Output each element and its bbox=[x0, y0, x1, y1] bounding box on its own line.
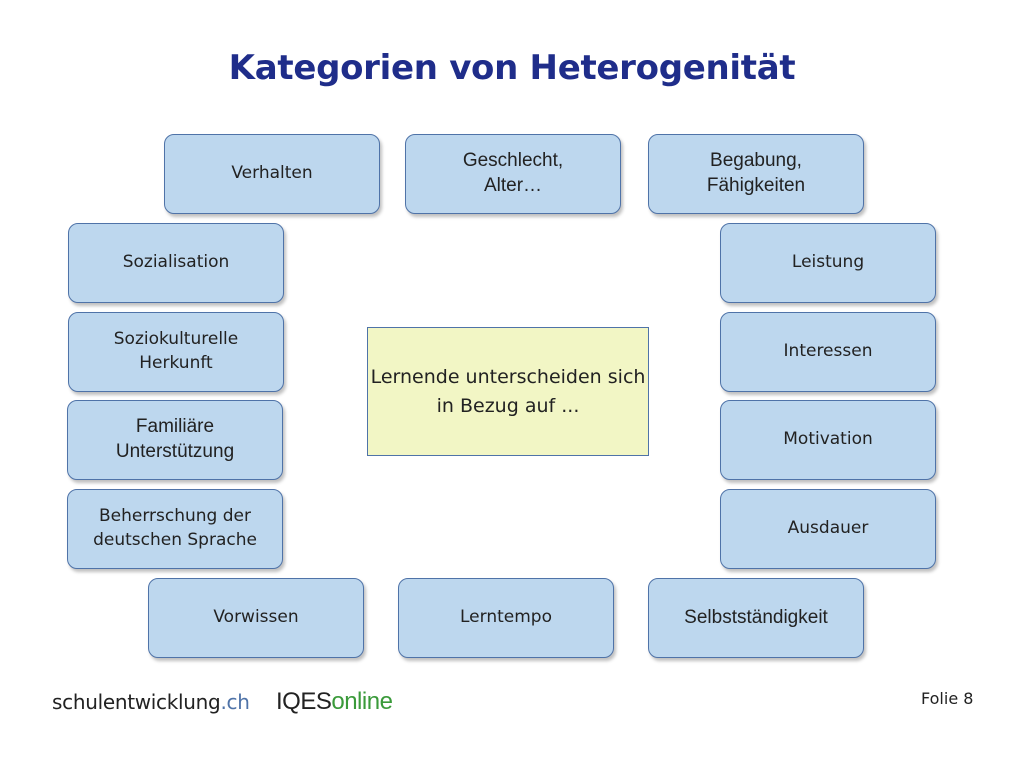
logo-tld-text: online bbox=[331, 688, 393, 715]
category-label: Verhalten bbox=[231, 163, 313, 184]
slide-title: Kategorien von Heterogenität bbox=[228, 48, 796, 88]
category-label: Leistung bbox=[791, 252, 865, 273]
slide-number: Folie 8 bbox=[921, 689, 974, 708]
category-ausdauer: Ausdauer bbox=[720, 489, 936, 569]
category-lerntempo: Lerntempo bbox=[398, 578, 614, 658]
category-motivation: Motivation bbox=[720, 400, 936, 480]
category-deutsche-sprache: Beherrschung der deutschen Sprache bbox=[67, 489, 283, 569]
category-label: Geschlecht, Alter… bbox=[462, 150, 564, 196]
category-label: Selbstständigkeit bbox=[684, 606, 828, 628]
category-label: Beherrschung der deutschen Sprache bbox=[93, 506, 257, 550]
category-sozialisation: Sozialisation bbox=[68, 223, 284, 303]
category-label: Lerntempo bbox=[460, 607, 552, 628]
central-statement-box: Lernende unterscheiden sich in Bezug auf… bbox=[367, 327, 649, 456]
category-label: Interessen bbox=[783, 341, 873, 362]
category-label: Vorwissen bbox=[213, 607, 299, 628]
category-label: Familiäre Unterstützung bbox=[115, 416, 235, 462]
logo-main-text: IQES bbox=[276, 688, 332, 715]
category-geschlecht-alter: Geschlecht, Alter… bbox=[405, 134, 621, 214]
central-statement-text: Lernende unterscheiden sich in Bezug auf… bbox=[370, 366, 646, 417]
category-vorwissen: Vorwissen bbox=[148, 578, 364, 658]
category-begabung: Begabung, Fähigkeiten bbox=[648, 134, 864, 214]
logo-main-text: schulentwicklung bbox=[52, 690, 221, 714]
category-interessen: Interessen bbox=[720, 312, 936, 392]
category-familiaere-unterstuetzung: Familiäre Unterstützung bbox=[67, 400, 283, 480]
iqes-online-logo: IQESonline bbox=[276, 688, 393, 716]
category-verhalten: Verhalten bbox=[164, 134, 380, 214]
category-label: Soziokulturelle Herkunft bbox=[113, 329, 239, 373]
category-leistung: Leistung bbox=[720, 223, 936, 303]
category-soziokulturelle-herkunft: Soziokulturelle Herkunft bbox=[68, 312, 284, 392]
logo-tld-text: .ch bbox=[220, 690, 250, 714]
category-label: Begabung, Fähigkeiten bbox=[706, 150, 806, 196]
category-label: Motivation bbox=[783, 429, 873, 450]
schulentwicklung-logo: schulentwicklung.ch bbox=[52, 690, 250, 714]
category-label: Sozialisation bbox=[122, 252, 230, 273]
category-selbststaendigkeit: Selbstständigkeit bbox=[648, 578, 864, 658]
category-label: Ausdauer bbox=[787, 518, 869, 539]
